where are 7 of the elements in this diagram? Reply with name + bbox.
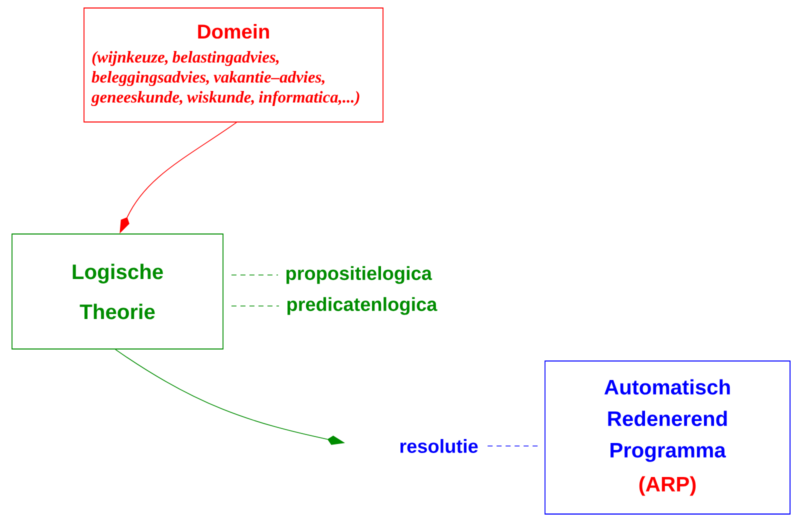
dashed-line bbox=[231, 274, 278, 276]
theory-box: Logische Theorie bbox=[12, 234, 224, 350]
method-label: resolutie bbox=[400, 439, 478, 453]
logic-label: predicatenlogica bbox=[287, 297, 438, 315]
logic-label: propositielogica bbox=[286, 266, 432, 284]
domain-box: Domein (wijnkeuze, belastingadvies, beleggingsadvies, vakantie–advies, geneeskunde, wiskunde, informatica,...) bbox=[84, 8, 384, 122]
program-box: Automatisch Redenerend Programma (ARP) bbox=[544, 360, 790, 514]
